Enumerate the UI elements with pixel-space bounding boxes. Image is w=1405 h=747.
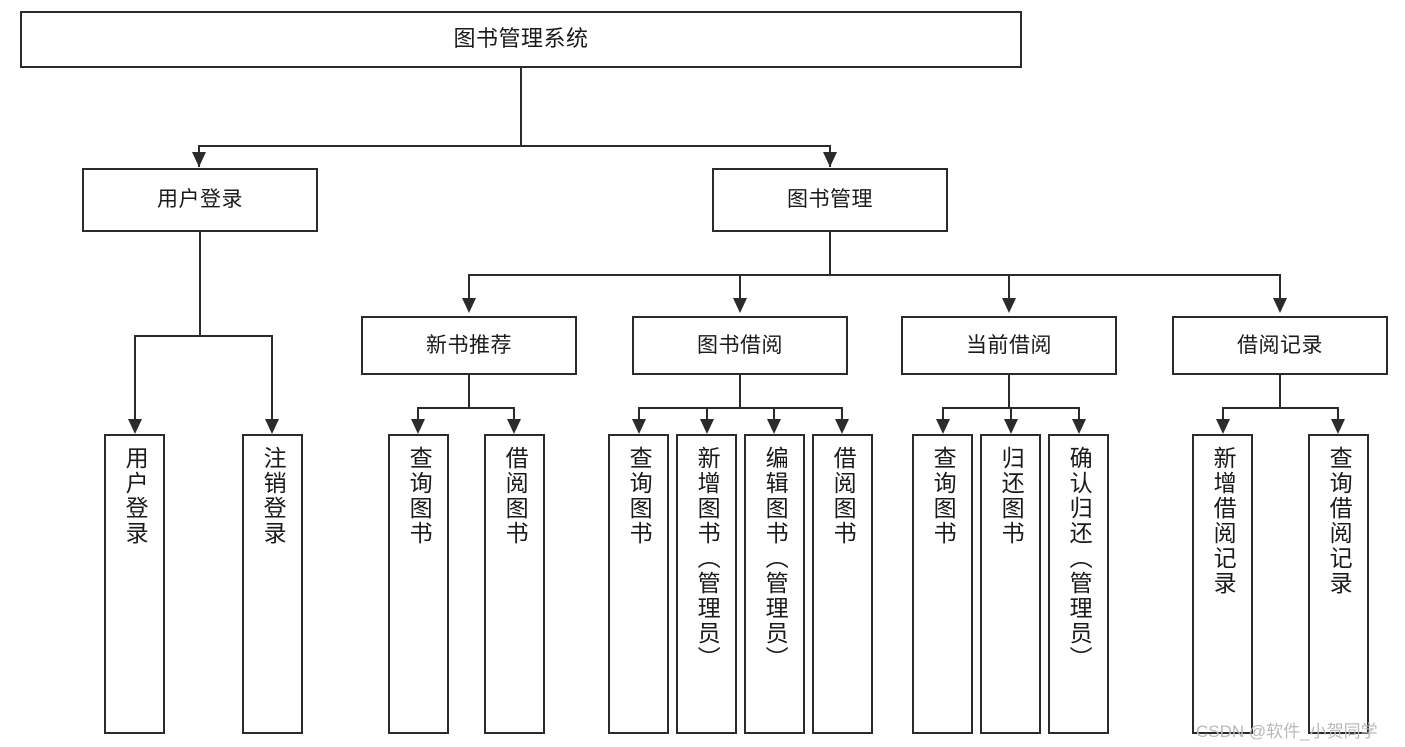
node-book-borrow[interactable]: 图书借阅 bbox=[632, 316, 848, 375]
connector-borrow-record-trunk bbox=[1279, 375, 1281, 407]
node-borrow-record[interactable]: 借阅记录 bbox=[1172, 316, 1388, 375]
node-label: 用户登录 bbox=[157, 188, 243, 212]
leaf-add-book-admin[interactable]: 新增图书（管理员） bbox=[676, 434, 737, 734]
node-user-login[interactable]: 用户登录 bbox=[82, 168, 318, 232]
node-current-borrow[interactable]: 当前借阅 bbox=[901, 316, 1117, 375]
arrowhead-book-borrow bbox=[733, 298, 747, 313]
arrowhead-leaf-query-book-b bbox=[632, 419, 646, 434]
leaf-edit-book-admin[interactable]: 编辑图书（管理员） bbox=[744, 434, 805, 734]
node-label: 图书管理系统 bbox=[453, 26, 589, 52]
connector-user-login-to-leaf-2 bbox=[271, 335, 273, 427]
node-label: 借阅记录 bbox=[1237, 333, 1323, 357]
arrowhead-leaf-add-record bbox=[1216, 419, 1230, 434]
leaf-confirm-return-admin[interactable]: 确认归还（管理员） bbox=[1048, 434, 1109, 734]
connector-book-borrow-bus bbox=[638, 407, 843, 409]
connector-new-book-bus bbox=[417, 407, 514, 409]
connector-book-manage-bus bbox=[468, 274, 1280, 276]
connector-borrow-record-to-leaf-2 bbox=[1337, 407, 1339, 427]
arrowhead-user-login bbox=[192, 152, 206, 167]
node-label: 注销登录 bbox=[260, 446, 287, 546]
node-label: 查询图书 bbox=[930, 446, 957, 546]
connector-user-login-bus bbox=[134, 335, 271, 337]
arrowhead-book-manage bbox=[823, 152, 837, 167]
connector-book-manage-trunk bbox=[829, 232, 831, 274]
node-label: 查询图书 bbox=[626, 446, 653, 546]
arrowhead-current-borrow bbox=[1002, 298, 1016, 313]
connector-book-manage-to-record bbox=[1279, 274, 1281, 306]
node-root-library-system[interactable]: 图书管理系统 bbox=[20, 11, 1022, 68]
node-label: 当前借阅 bbox=[966, 333, 1052, 357]
connector-book-borrow-to-leaf-4 bbox=[841, 407, 843, 427]
leaf-borrow-book[interactable]: 借阅图书 bbox=[812, 434, 873, 734]
arrowhead-leaf-query-book-c bbox=[936, 419, 950, 434]
connector-root-trunk bbox=[520, 68, 522, 145]
arrowhead-leaf-borrow-book-a bbox=[507, 419, 521, 434]
connector-new-book-trunk bbox=[468, 375, 470, 407]
node-book-management[interactable]: 图书管理 bbox=[712, 168, 948, 232]
connector-book-borrow-to-leaf-3 bbox=[773, 407, 775, 427]
connector-current-borrow-to-leaf-3 bbox=[1078, 407, 1080, 427]
connector-user-login-to-leaf-1 bbox=[134, 335, 136, 427]
node-label: 借阅图书 bbox=[502, 446, 529, 546]
arrowhead-leaf-edit-book bbox=[767, 419, 781, 434]
connector-borrow-record-bus bbox=[1222, 407, 1338, 409]
node-label: 查询借阅记录 bbox=[1326, 446, 1353, 596]
arrowhead-leaf-user-login bbox=[128, 419, 142, 434]
node-label: 新书推荐 bbox=[426, 333, 512, 357]
connector-current-borrow-to-leaf-2 bbox=[1010, 407, 1012, 427]
node-label: 图书借阅 bbox=[697, 333, 783, 357]
connector-book-manage-to-new-book bbox=[468, 274, 470, 306]
node-label: 借阅图书 bbox=[830, 446, 857, 546]
connector-book-manage-to-current bbox=[1008, 274, 1010, 306]
arrowhead-leaf-confirm-return bbox=[1072, 419, 1086, 434]
arrowhead-leaf-logout bbox=[265, 419, 279, 434]
leaf-query-book-recommend[interactable]: 查询图书 bbox=[388, 434, 449, 734]
leaf-query-book-borrow[interactable]: 查询图书 bbox=[608, 434, 669, 734]
node-label: 新增图书（管理员） bbox=[694, 446, 721, 671]
node-new-book-recommend[interactable]: 新书推荐 bbox=[361, 316, 577, 375]
connector-borrow-record-to-leaf-1 bbox=[1222, 407, 1224, 427]
connector-current-borrow-to-leaf-1 bbox=[942, 407, 944, 427]
leaf-query-book-current[interactable]: 查询图书 bbox=[912, 434, 973, 734]
connector-new-book-to-leaf-2 bbox=[513, 407, 515, 427]
leaf-logout[interactable]: 注销登录 bbox=[242, 434, 303, 734]
leaf-return-book[interactable]: 归还图书 bbox=[980, 434, 1041, 734]
arrowhead-leaf-borrow-book-b bbox=[835, 419, 849, 434]
leaf-add-borrow-record[interactable]: 新增借阅记录 bbox=[1192, 434, 1253, 734]
arrowhead-leaf-add-book bbox=[700, 419, 714, 434]
arrowhead-borrow-record bbox=[1273, 298, 1287, 313]
connector-book-manage-to-borrow bbox=[739, 274, 741, 306]
leaf-user-login[interactable]: 用户登录 bbox=[104, 434, 165, 734]
connector-user-login-trunk bbox=[199, 232, 201, 335]
arrowhead-leaf-return-book bbox=[1004, 419, 1018, 434]
arrowhead-leaf-query-record bbox=[1331, 419, 1345, 434]
leaf-query-borrow-record[interactable]: 查询借阅记录 bbox=[1308, 434, 1369, 734]
node-label: 用户登录 bbox=[122, 446, 149, 546]
leaf-borrow-book-recommend[interactable]: 借阅图书 bbox=[484, 434, 545, 734]
node-label: 确认归还（管理员） bbox=[1066, 446, 1093, 671]
arrowhead-new-book-recommend bbox=[462, 298, 476, 313]
node-label: 新增借阅记录 bbox=[1210, 446, 1237, 596]
connector-root-bus bbox=[198, 145, 830, 147]
node-label: 编辑图书（管理员） bbox=[762, 446, 789, 671]
arrowhead-leaf-query-book-a bbox=[411, 419, 425, 434]
connector-book-borrow-to-leaf-1 bbox=[638, 407, 640, 427]
node-label: 查询图书 bbox=[406, 446, 433, 546]
node-label: 图书管理 bbox=[787, 188, 873, 212]
node-label: 归还图书 bbox=[998, 446, 1025, 546]
csdn-watermark: CSDN @软件_小贺同学 bbox=[1196, 722, 1378, 741]
connector-new-book-to-leaf-1 bbox=[417, 407, 419, 427]
connector-book-borrow-to-leaf-2 bbox=[706, 407, 708, 427]
connector-book-borrow-trunk bbox=[739, 375, 741, 407]
connector-current-borrow-trunk bbox=[1008, 375, 1010, 407]
